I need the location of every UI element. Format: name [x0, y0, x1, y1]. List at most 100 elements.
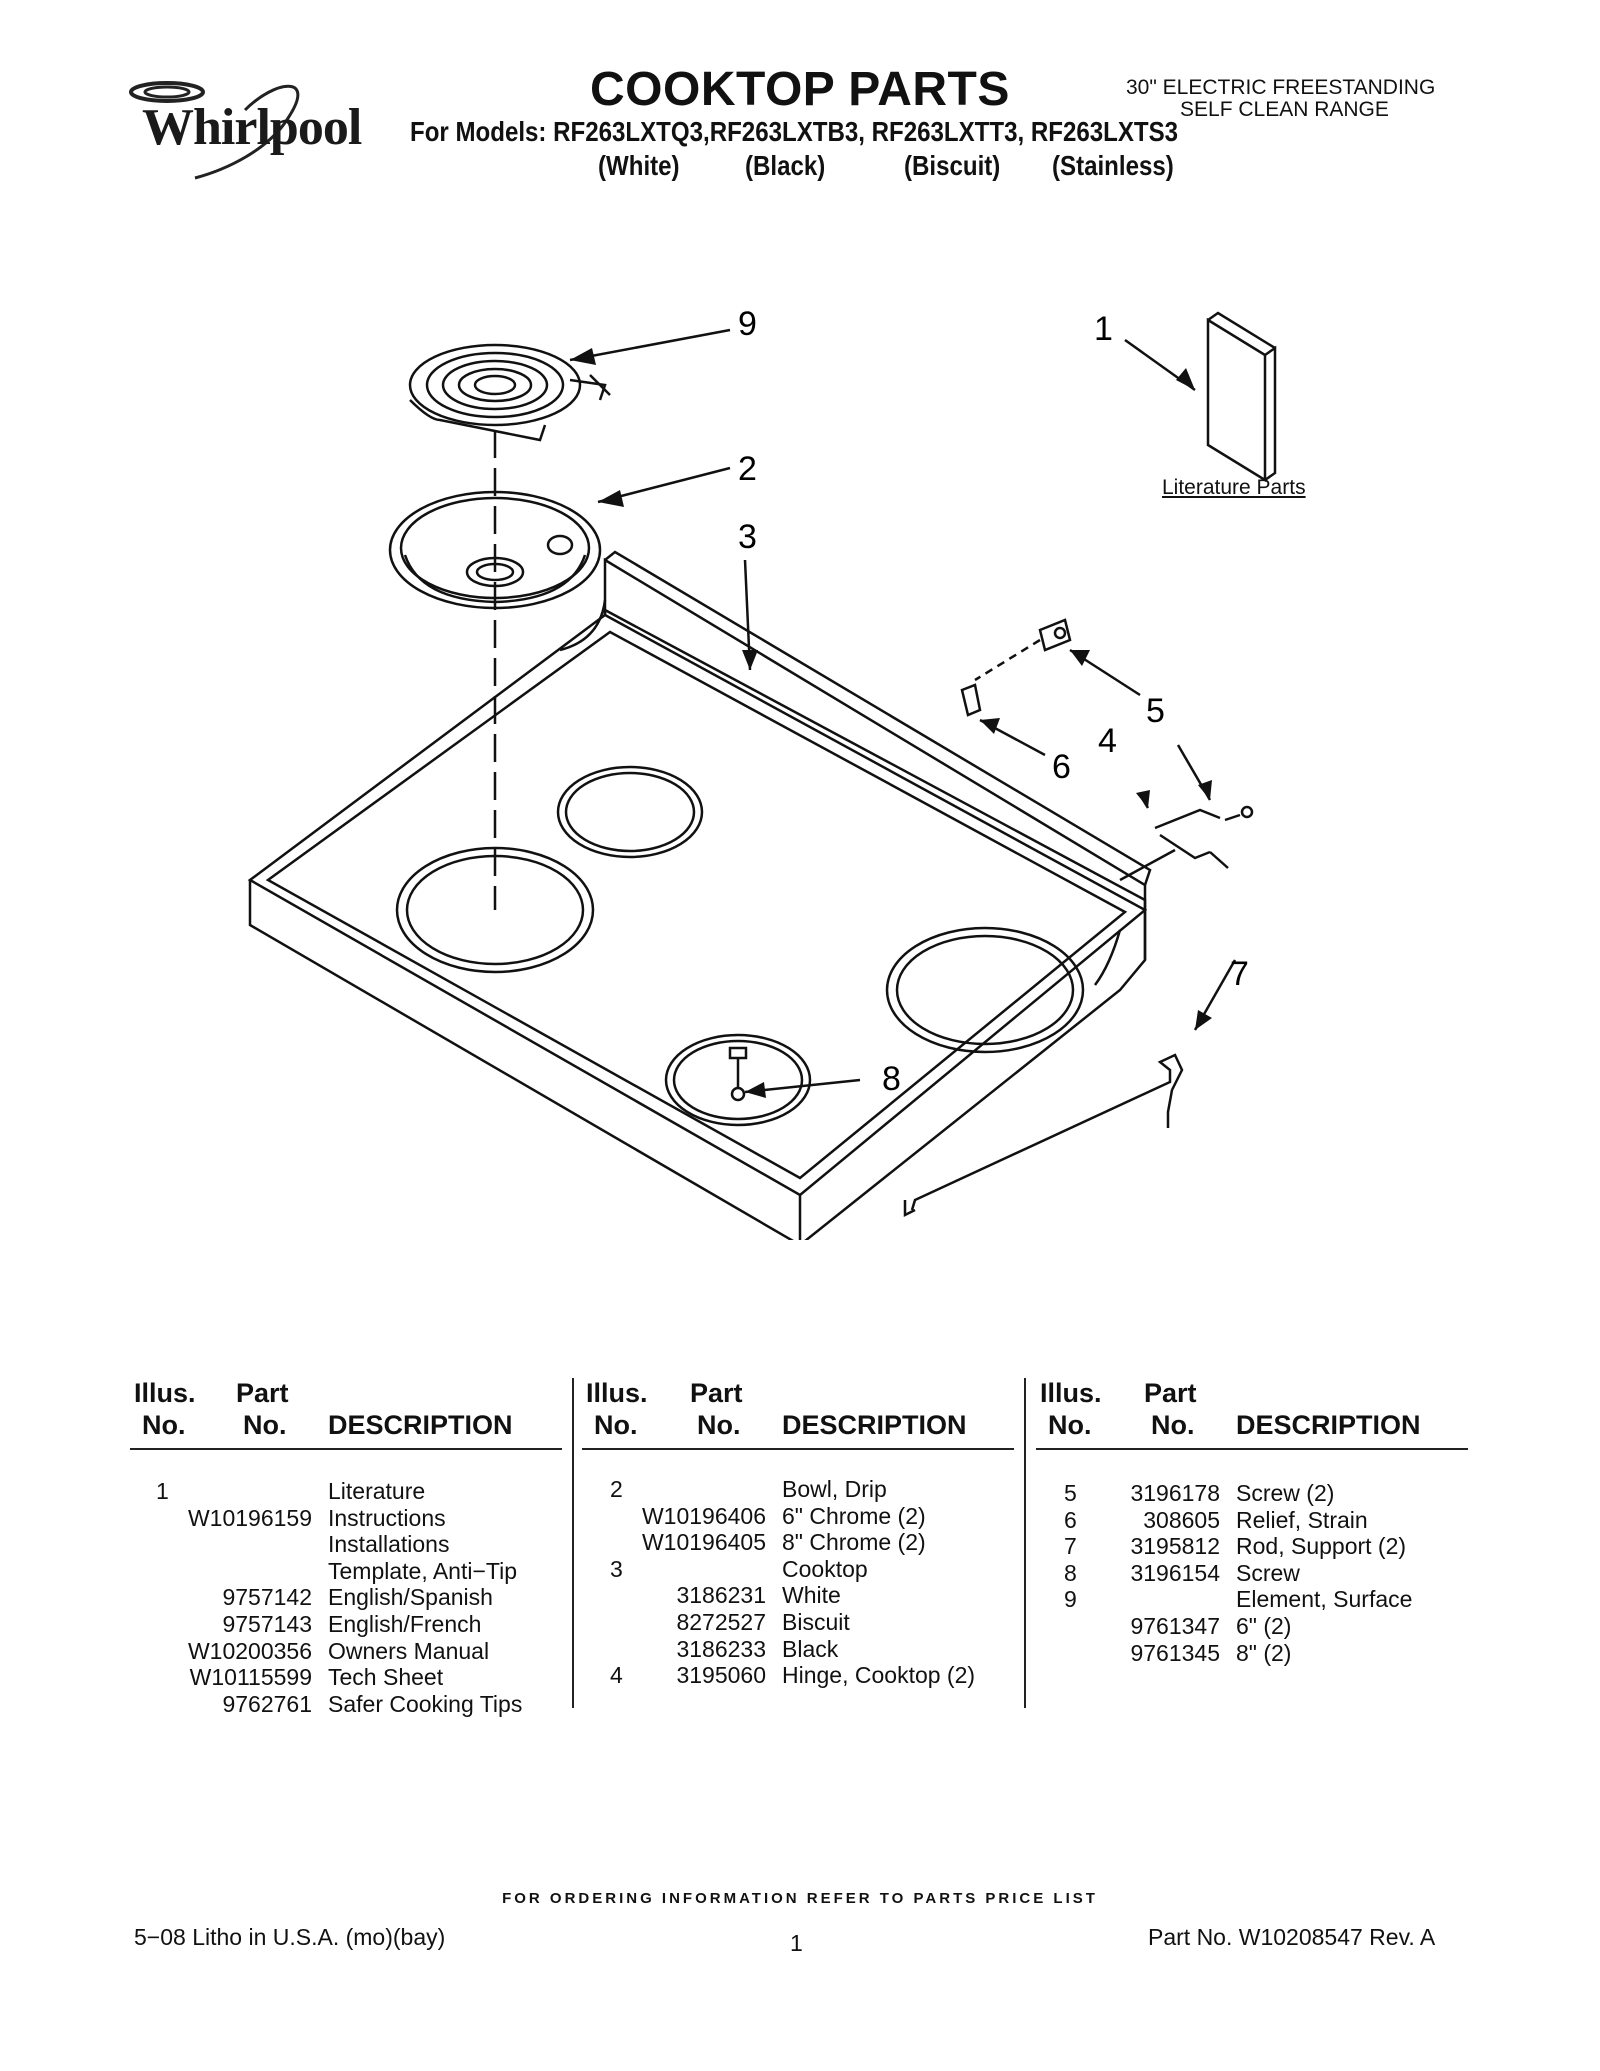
- hinge-and-screws-illustration: [960, 618, 1254, 882]
- illus-number: 6: [1064, 1506, 1077, 1533]
- part-number: W10115599: [189, 1664, 312, 1691]
- header-rule: [1036, 1448, 1468, 1450]
- header-rule: [582, 1448, 1014, 1450]
- literature-booklet-illustration: [1206, 311, 1277, 483]
- header-description: DESCRIPTION: [782, 1410, 967, 1440]
- part-description: 6" (2): [1236, 1613, 1292, 1639]
- illus-number: 2: [610, 1476, 623, 1502]
- part-number: 3196178: [1130, 1480, 1220, 1506]
- document-part-number: Part No. W10208547 Rev. A: [1148, 1924, 1436, 1950]
- part-number: 3186231: [676, 1582, 766, 1609]
- color-label-white: (White): [598, 150, 680, 181]
- part-description: Relief, Strain: [1236, 1506, 1368, 1533]
- part-number: W10196159: [187, 1504, 312, 1531]
- header-part: Part: [690, 1378, 743, 1408]
- ordering-notice: FOR ORDERING INFORMATION REFER TO PARTS …: [502, 1890, 1098, 1907]
- part-description: Cooktop: [782, 1555, 868, 1582]
- callout-6: 6: [1052, 748, 1071, 786]
- illus-number: 4: [610, 1662, 623, 1689]
- part-description: Black: [782, 1635, 839, 1662]
- header-rule: [130, 1448, 562, 1450]
- part-number: 9761347: [1130, 1613, 1220, 1639]
- header-illus-no: No.: [142, 1410, 186, 1440]
- callout-7: 7: [1230, 955, 1249, 993]
- illus-number: 3: [610, 1555, 623, 1582]
- part-description: Screw (2): [1236, 1480, 1335, 1506]
- illus-number: 1: [156, 1478, 169, 1504]
- literature-parts-label: Literature Parts: [1162, 476, 1306, 499]
- part-number: 3195812: [1130, 1533, 1220, 1560]
- part-number: 9757143: [222, 1611, 312, 1637]
- part-description: Hinge, Cooktop (2): [782, 1662, 976, 1689]
- part-description: Screw: [1236, 1559, 1300, 1586]
- part-number: 3195060: [676, 1662, 766, 1689]
- range-type-line2: SELF CLEAN RANGE: [1180, 98, 1389, 121]
- part-description: Owners Manual: [328, 1637, 490, 1664]
- part-description: Template, Anti−Tip: [328, 1557, 517, 1584]
- part-number: 9762761: [222, 1690, 312, 1717]
- part-number: W10200356: [187, 1637, 312, 1664]
- illus-number: 7: [1064, 1533, 1077, 1560]
- part-description: Literature: [328, 1478, 426, 1504]
- callout-4: 4: [1098, 722, 1117, 760]
- part-description: English/Spanish: [328, 1584, 493, 1611]
- part-number: W10196405: [641, 1529, 766, 1556]
- callout-9: 9: [738, 305, 757, 343]
- part-number: 8272527: [676, 1609, 766, 1635]
- header-illus: Illus.: [1040, 1378, 1102, 1408]
- header-part: Part: [236, 1378, 289, 1408]
- header-illus: Illus.: [134, 1378, 196, 1408]
- part-number: 3196154: [1130, 1559, 1220, 1586]
- header-description: DESCRIPTION: [1236, 1410, 1421, 1440]
- exploded-parts-diagram: 9 1 2 3 5 6 4 7 8: [247, 305, 1277, 1240]
- illus-number: 5: [1064, 1480, 1077, 1506]
- header-description: DESCRIPTION: [328, 1410, 513, 1440]
- part-description: Instructions: [328, 1504, 446, 1531]
- brand-logo-text: Whirlpool: [142, 99, 362, 156]
- header-part: Part: [1144, 1378, 1197, 1408]
- part-description: Bowl, Drip: [782, 1476, 887, 1502]
- color-label-stainless: (Stainless): [1052, 150, 1174, 181]
- illus-number: 8: [1064, 1559, 1077, 1586]
- part-description: 8" (2): [1236, 1639, 1292, 1666]
- part-number: 9757142: [222, 1584, 312, 1611]
- color-label-biscuit: (Biscuit): [904, 150, 1001, 181]
- header-part-no: No.: [243, 1410, 287, 1440]
- color-label-black: (Black): [745, 150, 826, 181]
- header-illus-no: No.: [594, 1410, 638, 1440]
- callout-8: 8: [882, 1060, 901, 1098]
- range-type-line1: 30" ELECTRIC FREESTANDING: [1126, 76, 1436, 99]
- models-line: For Models: RF263LXTQ3,RF263LXTB3, RF263…: [410, 116, 1179, 147]
- page-title: COOKTOP PARTS: [590, 63, 1010, 116]
- part-number: W10196406: [641, 1502, 766, 1529]
- header-illus: Illus.: [586, 1378, 648, 1408]
- whirlpool-logo-swirl: [129, 81, 300, 180]
- callout-2: 2: [738, 450, 757, 488]
- header-illus-no: No.: [1048, 1410, 1092, 1440]
- header-part-no: No.: [1151, 1410, 1195, 1440]
- header-part-no: No.: [697, 1410, 741, 1440]
- support-rod-illustration: [910, 1053, 1184, 1211]
- part-description: Tech Sheet: [328, 1664, 444, 1691]
- part-description: Biscuit: [782, 1609, 850, 1635]
- part-description: Safer Cooking Tips: [328, 1690, 523, 1717]
- cooktop-illustration: [247, 550, 1152, 1240]
- part-description: White: [782, 1582, 841, 1609]
- part-description: 6" Chrome (2): [782, 1502, 926, 1529]
- part-description: Rod, Support (2): [1236, 1533, 1407, 1560]
- column-divider: [1024, 1378, 1026, 1708]
- page-number: 1: [790, 1930, 803, 1956]
- part-description: 8" Chrome (2): [782, 1529, 926, 1556]
- surface-element-illustration: [408, 343, 611, 442]
- part-number: 308605: [1143, 1506, 1220, 1533]
- callout-1: 1: [1094, 310, 1113, 348]
- part-number: 3186233: [676, 1635, 766, 1662]
- column-divider: [572, 1378, 574, 1708]
- part-number: 9761345: [1130, 1639, 1220, 1666]
- litho-info: 5−08 Litho in U.S.A. (mo)(bay): [134, 1924, 446, 1950]
- part-description: English/French: [328, 1611, 482, 1637]
- callout-5: 5: [1146, 692, 1165, 730]
- part-description: Installations: [328, 1531, 450, 1558]
- illus-number: 9: [1064, 1586, 1077, 1613]
- part-description: Element, Surface: [1236, 1586, 1413, 1613]
